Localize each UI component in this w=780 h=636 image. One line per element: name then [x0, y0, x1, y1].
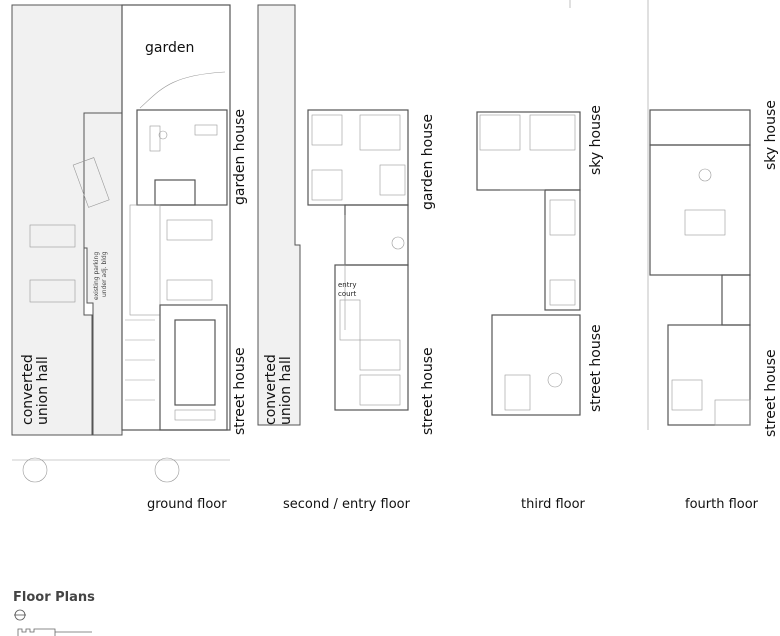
second-floor-plan: entry court converted union hall garden … [257, 4, 436, 435]
street-house-label-second: street house [420, 347, 436, 435]
entry-court-label-2: court [338, 290, 356, 298]
parking-label-2: under adj. bldg [101, 251, 108, 297]
union-hall-label-2: union hall [35, 356, 51, 425]
fourth-floor-plan: sky house street house [647, 0, 779, 437]
floor-label-ground: ground floor [147, 497, 227, 512]
garden-house-label-ground: garden house [232, 109, 248, 205]
floor-label-third: third floor [521, 497, 585, 512]
north-arrow-icon [14, 609, 26, 621]
page-title: Floor Plans [13, 590, 95, 605]
street-house-label-fourth: street house [763, 349, 779, 437]
garden-house-label-second: garden house [420, 114, 436, 210]
union-hall-label-second-2: union hall [278, 356, 294, 425]
sky-house-label-fourth: sky house [763, 100, 779, 170]
street-house-label-ground: street house [232, 347, 248, 435]
sky-house-label-third: sky house [588, 105, 604, 175]
scale-bar-icon [17, 628, 92, 636]
ground-floor-plan: garden garden house street house convert… [11, 4, 248, 483]
parking-label-1: existing parking [93, 252, 100, 300]
floor-label-fourth: fourth floor [685, 497, 759, 512]
garden-label: garden [145, 40, 194, 56]
street-house-label-third: street house [588, 324, 604, 412]
union-hall-label-1: converted [20, 354, 36, 425]
entry-court-label-1: entry [338, 281, 357, 289]
union-hall-label-second-1: converted [263, 354, 279, 425]
floor-label-second: second / entry floor [283, 497, 410, 512]
third-floor-plan: sky house street house [476, 0, 604, 416]
